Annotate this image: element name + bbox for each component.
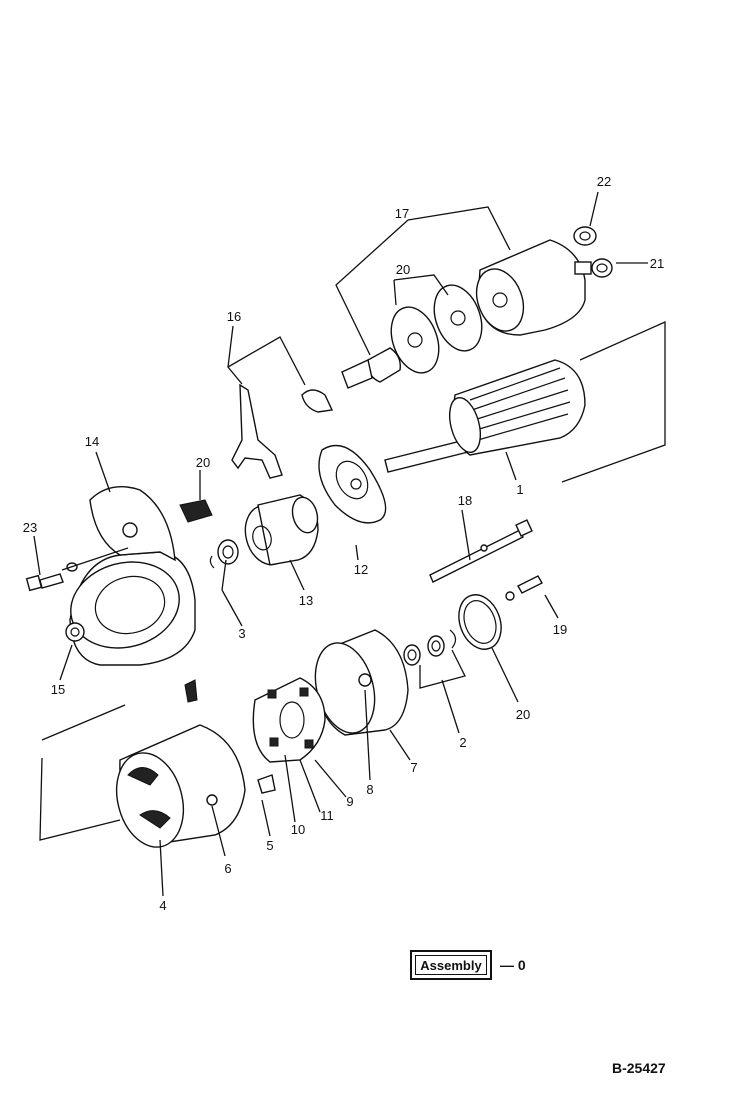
rubber-block: [179, 499, 213, 523]
callout-20-block: 20: [196, 455, 210, 470]
rear-bracket: [314, 629, 409, 736]
thrust-washers: [403, 629, 457, 666]
callout-4: 4: [159, 898, 166, 913]
solenoid-switch: [475, 239, 592, 336]
callout-16: 16: [227, 309, 241, 324]
drive-housing: [65, 486, 196, 666]
solenoid-plunger: [341, 347, 401, 389]
overrunning-clutch: [244, 494, 319, 566]
callout-1: 1: [516, 482, 523, 497]
gasket-plate: [390, 284, 483, 374]
bushing-3: [209, 539, 239, 569]
drawing-code: B-25427: [612, 1060, 666, 1076]
screw-19: [505, 575, 543, 601]
callout-5: 5: [266, 838, 273, 853]
through-bolt: [429, 519, 533, 583]
callout-3: 3: [238, 626, 245, 641]
callout-21: 21: [650, 256, 664, 271]
callout-22: 22: [597, 174, 611, 189]
center-bracket: [318, 444, 387, 524]
brush-holder: [252, 677, 326, 763]
callout-10: 10: [291, 822, 305, 837]
callout-17: 17: [395, 206, 409, 221]
callout-6: 6: [224, 861, 231, 876]
callout-15: 15: [51, 682, 65, 697]
armature-group-bracket: [561, 320, 666, 483]
callout-13: 13: [299, 593, 313, 608]
assembly-box-inner-border: [415, 955, 487, 975]
callout-2: 2: [459, 735, 466, 750]
assembly-number: — 0: [500, 957, 526, 973]
armature: [384, 359, 586, 473]
assembly-box: Assembly: [410, 950, 492, 980]
callout-12: 12: [354, 562, 368, 577]
callout-7: 7: [410, 760, 417, 775]
callout-11: 11: [320, 808, 334, 823]
assembly-label: Assembly: [420, 957, 482, 973]
callout-18: 18: [458, 493, 472, 508]
leader-lines: [33, 191, 648, 897]
terminal-nut-22: [573, 226, 597, 246]
yoke-assembly: [115, 679, 276, 848]
terminal-nut-21: [591, 258, 613, 278]
callout-20-solenoid: 20: [396, 262, 410, 277]
callout-labels: 1 2 3 4 5 6 7 8 9 10 11 12 13 14 15 16 1…: [23, 174, 664, 913]
rear-cap: [458, 594, 502, 650]
callout-9: 9: [346, 794, 353, 809]
callout-23: 23: [23, 520, 37, 535]
callout-8: 8: [366, 782, 373, 797]
callout-20-cap: 20: [516, 707, 530, 722]
callout-14: 14: [85, 434, 99, 449]
callout-19: 19: [553, 622, 567, 637]
shift-lever: [231, 383, 334, 479]
